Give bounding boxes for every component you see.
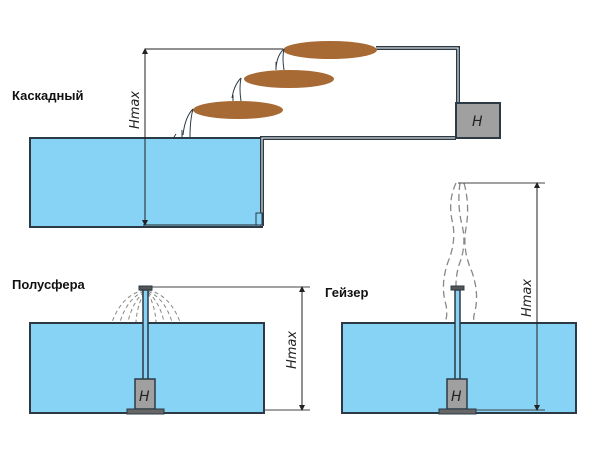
cascade-bowl-top	[283, 41, 377, 59]
hemisphere-fountain: H Hmax	[29, 285, 310, 415]
geyser-spray	[442, 182, 478, 324]
cascade-bowl-bottom	[193, 101, 283, 119]
cascade-bowl-middle	[244, 70, 334, 88]
cascade-spill-lines	[173, 48, 285, 138]
hemisphere-pipe	[142, 289, 149, 381]
geyser-pump-base	[438, 408, 477, 415]
hemisphere-spray	[111, 289, 181, 323]
hemisphere-pump-base	[126, 408, 165, 415]
cascade-intake	[255, 212, 263, 226]
cascade-pipe	[260, 136, 456, 226]
geyser-label: Гейзер	[325, 285, 369, 300]
geyser-pipe	[454, 289, 461, 381]
geyser-fountain: H Hmax	[341, 182, 577, 415]
geyser-nozzle	[450, 285, 465, 291]
cascade-pump	[455, 102, 501, 139]
geyser-pump-label: H	[451, 389, 462, 405]
cascade-pool	[29, 137, 263, 228]
cascade-fountain: H Hmax	[29, 41, 501, 228]
hemisphere-nozzle	[138, 285, 153, 291]
geyser-hmax-label: Hmax	[520, 279, 535, 317]
cascade-label: Каскадный	[12, 88, 84, 103]
cascade-hmax-label: Hmax	[128, 91, 143, 129]
hemisphere-label: Полусфера	[12, 277, 85, 292]
hemisphere-hmax-label: Hmax	[285, 331, 300, 369]
hemisphere-pump-label: H	[139, 389, 150, 405]
cascade-pump-label: H	[472, 114, 483, 130]
